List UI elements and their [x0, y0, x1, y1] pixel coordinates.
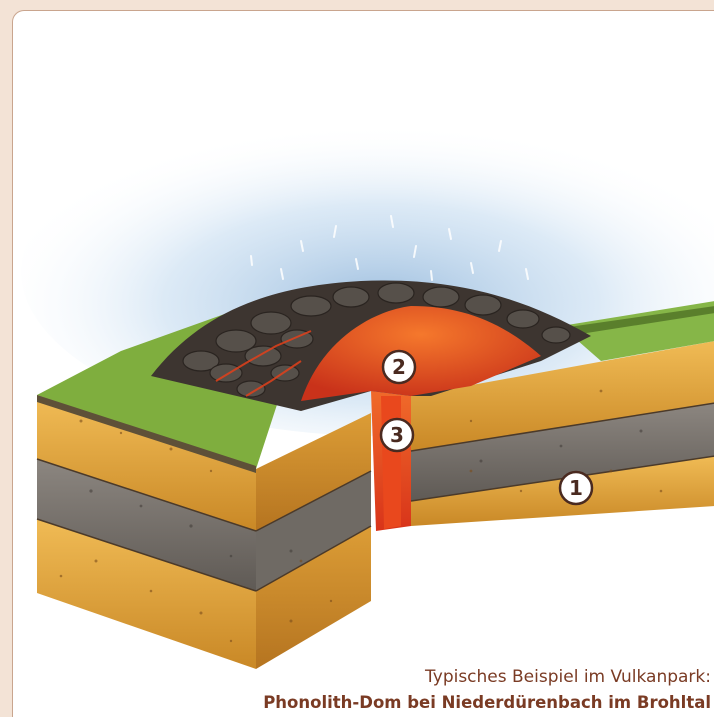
- caption-line-1: Typisches Beispiel im Vulkanpark:: [263, 665, 711, 690]
- illustration-card: 1 2 3 Typisches Beispiel im Vulkanpark: …: [12, 10, 714, 717]
- middle-side-face: [256, 413, 371, 669]
- marker-2: 2: [383, 351, 415, 383]
- marker-2-label: 2: [392, 355, 406, 379]
- marker-1-label: 1: [569, 476, 583, 500]
- caption: Typisches Beispiel im Vulkanpark: Phonol…: [263, 665, 711, 715]
- caption-line-2: Phonolith-Dom bei Niederdürenbach im Bro…: [263, 690, 711, 715]
- marker-3: 3: [381, 419, 413, 451]
- marker-3-label: 3: [390, 423, 404, 447]
- phonolith-dome-illustration: 1 2 3: [13, 11, 714, 717]
- marker-1: 1: [560, 472, 592, 504]
- magma-conduit: [371, 391, 411, 531]
